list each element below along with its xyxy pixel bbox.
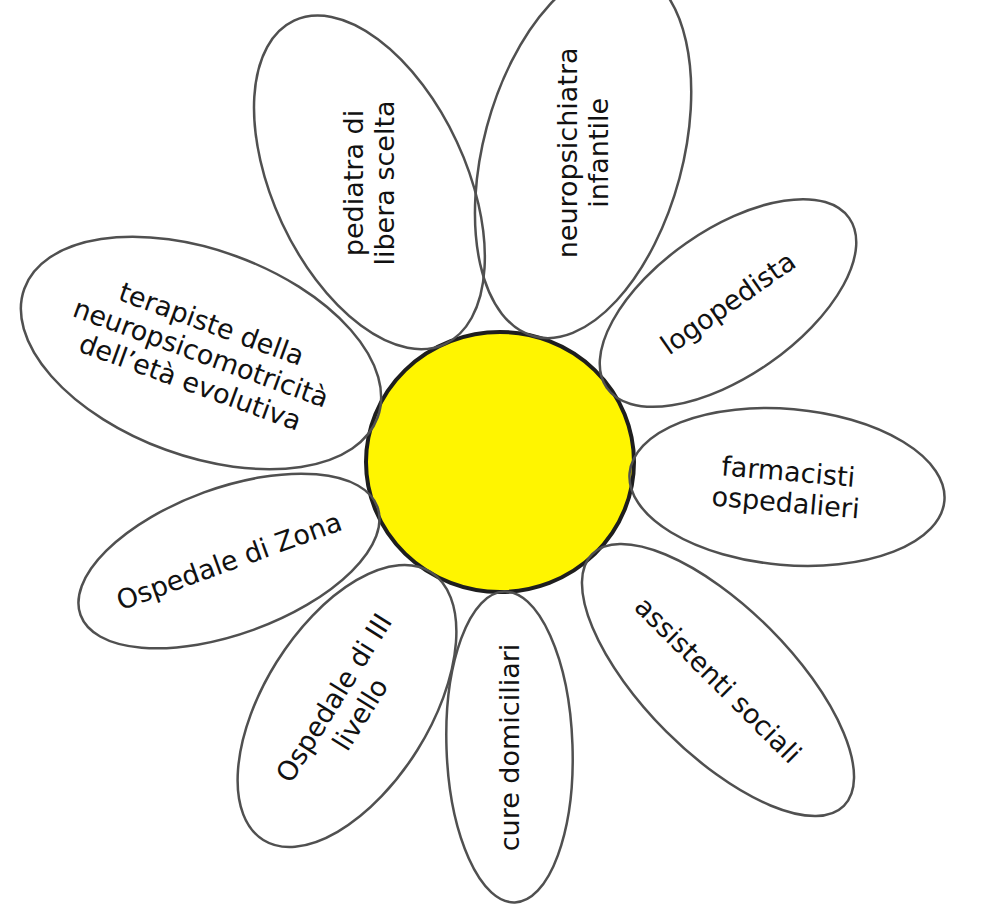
petal-shape [0, 192, 413, 514]
petal-shape [540, 502, 895, 857]
petal-label: pediatra di libera scelta [339, 82, 401, 282]
petal-label-box: pediatra di libera scelta [339, 82, 401, 282]
petal-label-box: Ospedale di Zona [113, 505, 347, 615]
petal-label: cure domiciliari [494, 644, 525, 852]
petal-label: neuropsichiatra infantile [552, 28, 614, 278]
petal-label-box: neuropsichiatra infantile [552, 28, 614, 278]
petal-label-box: cure domiciliari [494, 644, 525, 852]
petal-label-box: Ospedale di III livello [264, 599, 431, 814]
petal-label: logopedista [654, 245, 801, 361]
petal-label: farmacisti ospedalieri [685, 447, 890, 526]
petal-label-box: farmacisti ospedalieri [685, 447, 890, 526]
petal-shape [623, 396, 951, 579]
petal-shape [437, 0, 728, 362]
petal: neuropsichiatra infantile [435, 0, 731, 365]
petal-shape [193, 528, 501, 884]
petal-label-box: logopedista [654, 245, 801, 361]
petal: cure domiciliari [439, 588, 580, 907]
petal-shape [56, 438, 403, 683]
petal: farmacisti ospedalieri [621, 393, 954, 580]
petal-shape [565, 158, 891, 447]
petal-shape [442, 590, 579, 905]
petal-label: Ospedale di III livello [264, 599, 431, 814]
petal-label: Ospedale di Zona [113, 505, 347, 615]
petal-label: assistenti sociali [628, 590, 807, 769]
petal-label-box: assistenti sociali [628, 590, 807, 769]
petal: Ospedale di III livello [191, 526, 505, 887]
